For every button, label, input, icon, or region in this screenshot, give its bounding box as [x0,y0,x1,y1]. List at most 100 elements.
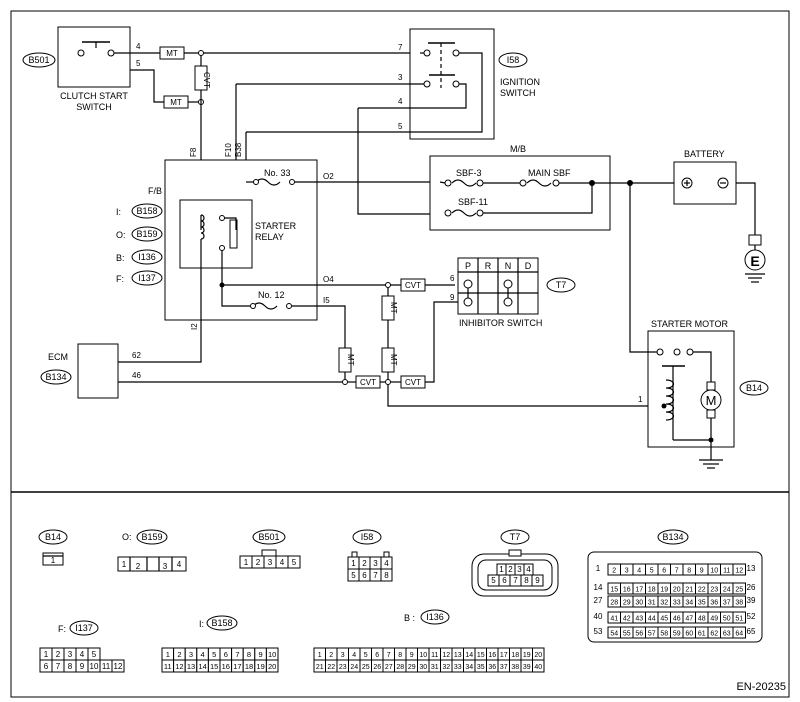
starter-relay-label-1: STARTER [255,221,297,231]
svg-text:B134: B134 [662,532,683,542]
connector-pin-number: 7 [56,662,61,671]
connector-pin-number: 1 [596,564,601,573]
connector-pin-number: 3 [341,652,345,659]
connector-pin-number: 62 [710,631,718,638]
svg-text:CVT: CVT [405,281,421,290]
connector-pin-number: 13 [454,652,462,659]
svg-text:MT: MT [170,98,182,107]
svg-text:I136: I136 [426,612,444,622]
connector-pin-number: 39 [747,596,756,605]
connector-pin-number: 3 [68,650,73,659]
svg-text:T7: T7 [510,532,521,542]
svg-text:B14: B14 [746,383,762,393]
connector-pin-number: 16 [488,652,496,659]
connector-pin-number: 6 [224,650,228,659]
svg-text:B14: B14 [45,532,61,542]
fuse-box-fb: F/B STARTER RELAY [148,159,318,321]
ignition-switch: IGNITION SWITCH [409,28,540,140]
connector-pin-number: 25 [362,664,370,671]
connector-pin-number: 6 [502,576,507,585]
ign-pin-7: 7 [398,43,403,52]
svg-text:ECM: ECM [48,352,68,362]
connector-pin-number: 14 [465,652,473,659]
connector-pin-number: 35 [698,600,706,607]
connector-pin-number: 6 [375,652,379,659]
svg-text:INHIBITOR SWITCH: INHIBITOR SWITCH [459,318,542,328]
svg-text:I137: I137 [138,273,156,283]
connector-pin-number: 55 [623,631,631,638]
connector-pin-number: 8 [384,571,389,580]
connector-pin-number: 4 [526,565,531,574]
connector-pin-number: 63 [723,631,731,638]
connector-pin-number: 18 [245,662,253,671]
connector-pin-number: 19 [523,652,531,659]
svg-text:4: 4 [177,560,182,569]
svg-text:CVT: CVT [202,72,211,88]
connector-pin-number: 12 [114,662,123,671]
svg-text:I58: I58 [361,532,374,542]
connector-pin-number: 34 [685,600,693,607]
connector-pin-number: 14 [198,662,206,671]
battery: BATTERY [673,149,737,205]
wire-label-i2: I2 [190,323,199,330]
connector-pin-number: 9 [700,568,704,575]
connector-pin-number: 20 [268,662,276,671]
connector-pin-number: 2 [508,565,513,574]
connector-pin-number: 26 [747,583,756,592]
connector-pin-number: 9 [410,652,414,659]
connector-pin-number: 22 [698,587,706,594]
connector-pin-cell [265,659,279,673]
connector-pin-number: 15 [477,652,485,659]
connector-pin-cell [732,595,746,608]
connector-pin-number: 61 [698,631,706,638]
svg-text:R: R [485,261,492,271]
connector-pin-number: 10 [710,568,718,575]
diagram-code: EN-20235 [736,681,786,693]
connector-pin-number: 1 [244,558,249,567]
connector-pin-number: 21 [685,587,693,594]
connector-pin-number: 8 [524,576,529,585]
connector-pin-number: 30 [419,664,427,671]
wire-label-f10: F10 [224,143,233,157]
connector-pin-number: 56 [635,631,643,638]
connector-pin-number: 16 [623,587,631,594]
ign-pin-4: 4 [398,97,403,106]
svg-text:MT: MT [389,354,398,366]
connector-pin-number: 4 [201,650,205,659]
fuse-no12-label: No. 12 [258,290,285,300]
svg-text:I58: I58 [507,55,520,65]
connector-pin-cell [732,563,746,576]
svg-text:MT: MT [166,49,178,58]
connector-tag-b501: B501 [22,52,56,68]
connector-pin-number: 2 [177,650,181,659]
svg-text:B :: B : [404,613,415,623]
connector-pin-cell [531,574,544,587]
connector-pin-number: 38 [511,664,519,671]
connector-pin-number: 40 [594,612,603,621]
clutch-pin-4: 4 [136,42,141,51]
connector-pin-number: 12 [442,652,450,659]
connector-pin-number: 19 [660,587,668,594]
connector-pin-number: 45 [660,616,668,623]
connector-pin-number: 51 [735,616,743,623]
connector-pin-number: 1 [499,565,504,574]
connector-tag-b14: B14 [739,380,769,396]
wire-label-f8: F8 [189,147,198,157]
connector-pin-number: 39 [523,664,531,671]
connector-pin-number: 14 [594,583,603,592]
connector-pin-number: 26 [373,664,381,671]
connector-pin-number: 35 [477,664,485,671]
connector-pin-number: 6 [662,568,666,575]
svg-text:F/B: F/B [148,186,162,196]
svg-text:F:: F: [58,624,66,634]
motor-pin-1: 1 [638,395,643,404]
connector-pin-number: 53 [594,627,603,636]
connector-pin-number: 65 [747,627,756,636]
legend-b159: O: B159 1 2 3 4 [117,529,187,572]
